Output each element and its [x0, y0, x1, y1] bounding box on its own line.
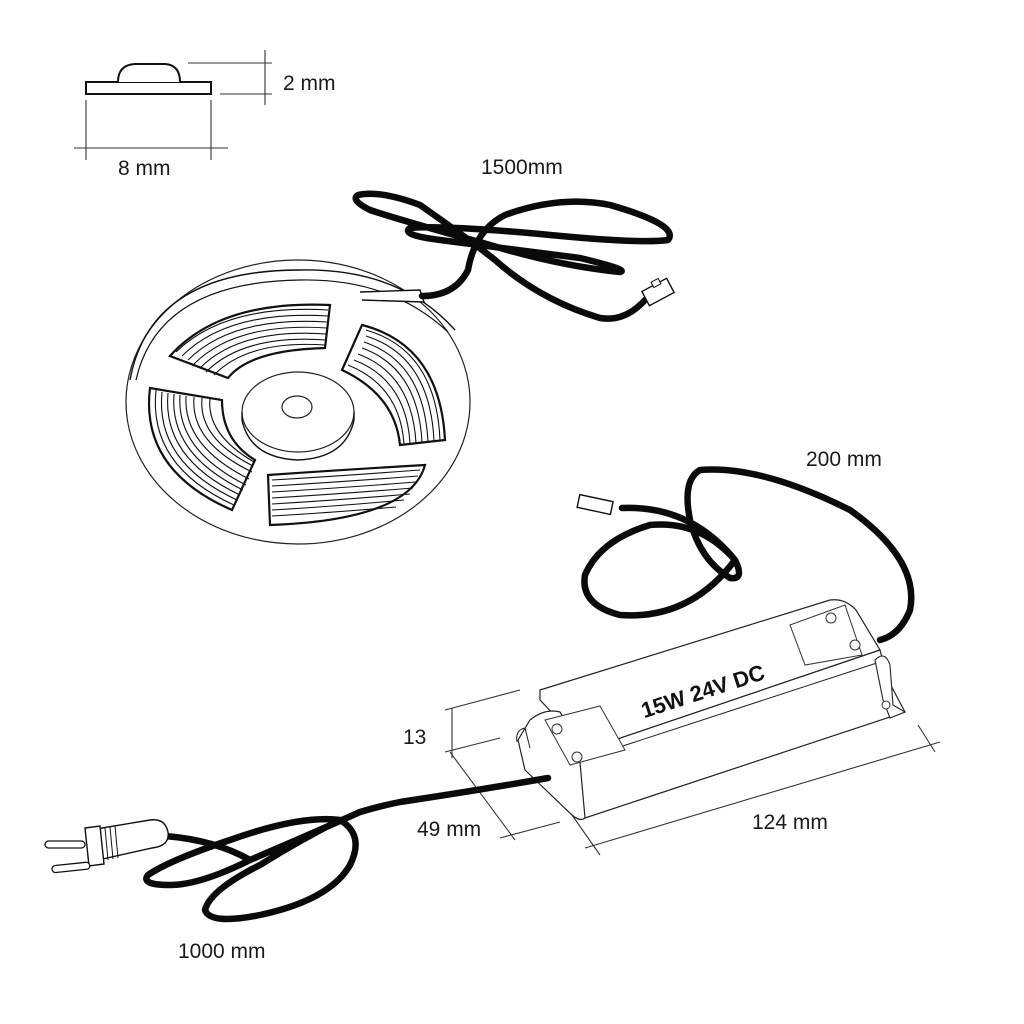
power-supply-length-label: 124 mm	[752, 811, 828, 834]
power-supply-height-label: 13	[403, 726, 427, 749]
reel-lead-length-label: 1500mm	[481, 156, 563, 179]
power-supply-drawing	[516, 599, 907, 821]
reel-lead-connector	[640, 277, 676, 307]
strip-height-label: 2 mm	[283, 72, 336, 95]
output-cable-length-label: 200 mm	[806, 448, 882, 471]
strip-profile-drawing	[74, 50, 272, 160]
mains-cable-plug-lead	[161, 832, 254, 864]
mains-cable	[143, 774, 552, 923]
mains-cable-length-label: 1000 mm	[178, 940, 266, 963]
reel-segment-left	[147, 386, 257, 512]
led-reel-drawing	[125, 259, 471, 545]
reel-lead-cable	[352, 190, 673, 322]
output-cable-connector	[576, 493, 614, 516]
reel-segment-bottom	[266, 463, 427, 527]
mains-plug	[44, 819, 169, 874]
output-cable	[581, 466, 915, 644]
power-supply-dimensions	[444, 689, 941, 856]
power-supply-width-label: 49 mm	[417, 818, 482, 841]
strip-width-label: 8 mm	[118, 157, 171, 180]
reel-segment-top	[168, 303, 332, 380]
reel-segment-right	[340, 323, 447, 447]
